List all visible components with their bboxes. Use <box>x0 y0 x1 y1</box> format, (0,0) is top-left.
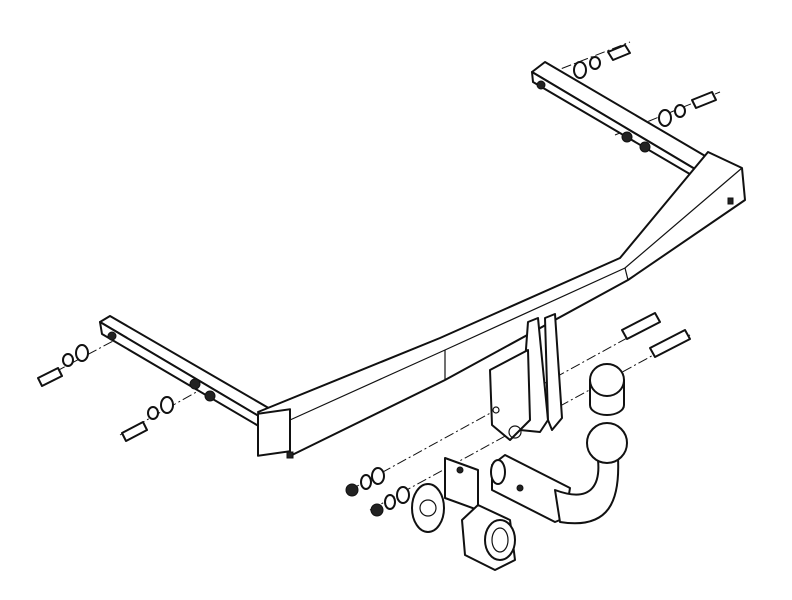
bolt-set-left <box>37 344 174 442</box>
washer-icon <box>384 494 396 510</box>
bolt-set-towball <box>345 312 691 517</box>
nut-icon <box>345 483 359 497</box>
washer-icon <box>589 56 601 70</box>
left-mounting-bracket <box>99 315 273 429</box>
washer-icon <box>371 467 385 485</box>
electrical-socket <box>461 504 516 571</box>
nut-icon <box>204 390 216 402</box>
nut-icon <box>621 131 633 143</box>
nut-icon <box>370 503 384 517</box>
washer-icon <box>573 61 587 79</box>
center-mounting-bracket <box>489 313 563 441</box>
washer-icon <box>62 353 74 367</box>
washer-icon <box>160 396 174 414</box>
washer-icon <box>75 344 89 362</box>
bolt-icon <box>607 44 631 61</box>
main-cross-beam <box>257 151 746 459</box>
nut-icon <box>189 378 201 390</box>
washer-icon <box>360 474 372 490</box>
bolt-icon <box>649 329 691 358</box>
bolt-icon <box>691 91 717 109</box>
bolt-icon <box>37 367 63 387</box>
bolt-set-top-right <box>573 44 717 127</box>
right-mounting-bracket <box>531 61 713 181</box>
nut-icon <box>536 80 546 90</box>
bolt-icon <box>621 312 661 340</box>
beam-end-face <box>257 408 291 457</box>
washer-icon <box>147 406 159 420</box>
towball-cap <box>589 363 625 416</box>
washer-icon <box>396 486 410 504</box>
towball <box>586 422 628 464</box>
nut-icon <box>107 331 117 341</box>
washer-icon <box>658 109 672 127</box>
bolt-icon <box>121 421 148 442</box>
towball-neck <box>490 422 628 525</box>
washer-icon <box>674 104 686 118</box>
nut-icon <box>639 141 651 153</box>
